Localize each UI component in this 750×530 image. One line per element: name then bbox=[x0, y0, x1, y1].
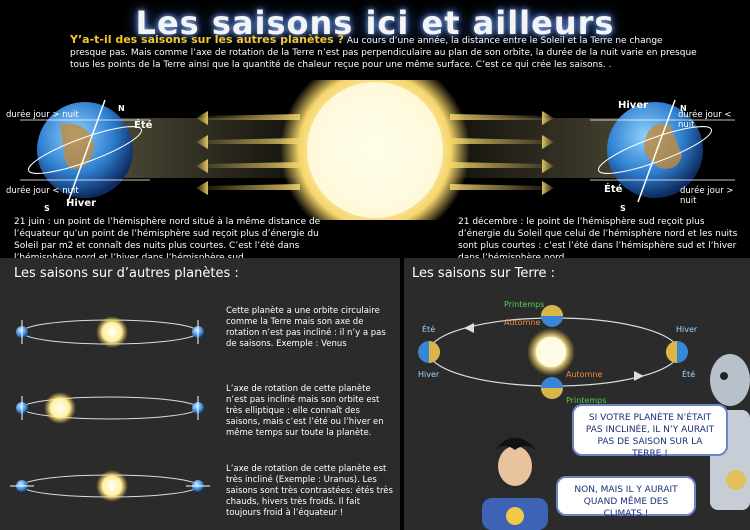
other-planets-diagrams bbox=[10, 316, 210, 502]
right-bottom-day-night-label: durée jour > nuit bbox=[680, 186, 734, 206]
case3-text: L’axe de rotation de cette planète est t… bbox=[226, 464, 393, 518]
label-automne-bottom: Automne bbox=[566, 370, 603, 379]
left-season-top: Été bbox=[134, 120, 153, 131]
label-hiver-left: Hiver bbox=[418, 370, 440, 379]
left-bottom-day-night-label: durée jour < nuit bbox=[6, 186, 79, 196]
page-title: Les saisons ici et ailleurs bbox=[135, 4, 615, 42]
label-printemps-bottom: Printemps bbox=[566, 396, 607, 405]
december-text: 21 décembre : le point de l’hémisphère s… bbox=[458, 217, 738, 263]
right-earth-icon bbox=[590, 99, 735, 203]
earth-orbit-diagram bbox=[418, 305, 688, 399]
left-earth-icon bbox=[20, 99, 150, 203]
case1-text: Cette planète a une orbite circulaire co… bbox=[226, 306, 386, 349]
speech-bubble-1: SI VOTRE PLANÈTE N’ÉTAIT PAS INCLINÉE, I… bbox=[572, 404, 728, 459]
left-north-label: N bbox=[118, 104, 125, 113]
label-printemps-top: Printemps bbox=[504, 300, 545, 309]
right-season-bottom: Été bbox=[604, 184, 623, 195]
earth-bottom-icon bbox=[541, 377, 563, 399]
label-automne-top: Automne bbox=[504, 318, 541, 327]
right-rays bbox=[450, 111, 554, 195]
right-top-day-night-label: durée jour < nuit bbox=[678, 110, 732, 130]
case2-text: L’axe de rotation de cette planète n’est… bbox=[226, 384, 384, 438]
sun-earth-illustration bbox=[20, 80, 735, 220]
sun-icon bbox=[96, 470, 128, 502]
june-text: 21 juin : un point de l’hémisphère nord … bbox=[14, 217, 321, 263]
label-ete-right: Été bbox=[682, 370, 696, 379]
astronaut-character-icon bbox=[482, 428, 548, 530]
right-north-label: N bbox=[680, 104, 687, 113]
intro-question: Y’a-t-il des saisons sur les autres plan… bbox=[70, 33, 344, 46]
intro-text: Au cours d’une année, la distance entre … bbox=[70, 36, 697, 70]
left-rays bbox=[196, 111, 300, 195]
speech-bubble-2: NON, MAIS IL Y AURAIT QUAND MÊME DES CLI… bbox=[556, 476, 696, 519]
other-planets-title: Les saisons sur d’autres planètes : bbox=[14, 266, 239, 281]
left-season-bottom: Hiver bbox=[66, 198, 97, 209]
intro-paragraph: Y’a-t-il des saisons sur les autres plan… bbox=[70, 34, 700, 71]
earth-right-icon bbox=[666, 341, 688, 363]
sun-icon bbox=[96, 316, 128, 348]
right-season-top: Hiver bbox=[618, 100, 649, 111]
sun-icon bbox=[44, 392, 76, 424]
label-hiver-right: Hiver bbox=[676, 325, 698, 334]
left-top-day-night-label: durée jour > nuit bbox=[6, 110, 79, 120]
right-south-label: S bbox=[620, 204, 626, 213]
left-south-label: S bbox=[44, 204, 50, 213]
earth-top-icon bbox=[541, 305, 563, 327]
earth-left-icon bbox=[418, 341, 440, 363]
earth-seasons-title: Les saisons sur Terre : bbox=[412, 266, 556, 281]
label-ete-left: Été bbox=[422, 325, 436, 334]
